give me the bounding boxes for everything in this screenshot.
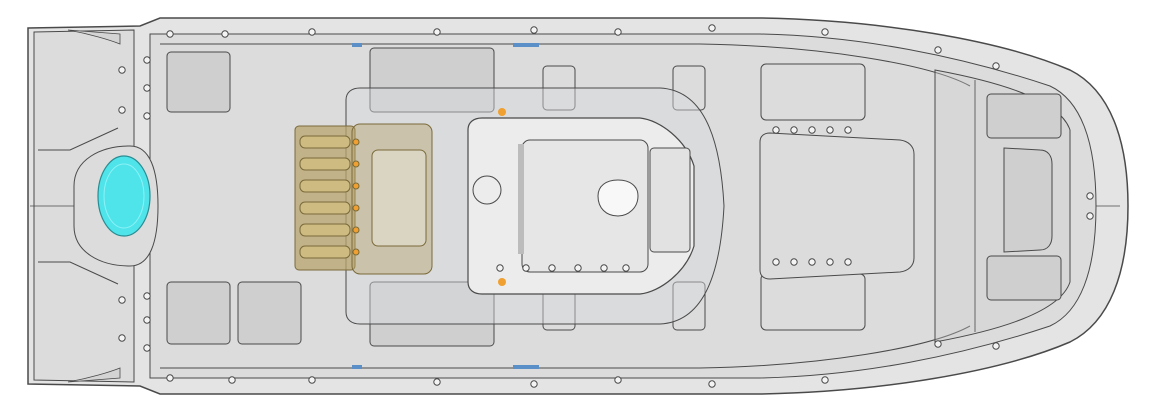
hatch-stern-port (166, 51, 231, 113)
fastener (118, 296, 126, 304)
fastener (1086, 212, 1094, 220)
fastener (143, 84, 151, 92)
seat-icon (597, 179, 639, 217)
compass-icon (472, 175, 502, 205)
hatch-small-port-2 (672, 65, 706, 111)
hatch-bow-starboard (986, 255, 1062, 301)
fastener (166, 30, 174, 38)
fastener (308, 28, 316, 36)
fastener (118, 106, 126, 114)
fastener (118, 66, 126, 74)
rod-holder-knob (352, 138, 360, 146)
fastener (574, 264, 582, 272)
fastener (600, 264, 608, 272)
fastener-group (118, 24, 1094, 388)
fastener (143, 56, 151, 64)
leaning-post-seat (371, 149, 427, 247)
fastener (143, 344, 151, 352)
fastener (772, 258, 780, 266)
fastener (143, 316, 151, 324)
fastener (708, 380, 716, 388)
hatch-forward-starboard (760, 273, 866, 331)
fastener (790, 126, 798, 134)
hatch-stern-starboard-1 (166, 281, 231, 345)
fastener (808, 126, 816, 134)
hatch-bow-center (1003, 147, 1053, 253)
fastener (992, 62, 1000, 70)
rod-tube (299, 179, 351, 193)
rod-holder-knob (352, 226, 360, 234)
gunwale-marker-starboard-2 (513, 365, 539, 369)
cleat-icon (498, 108, 506, 116)
hatch-bow-port (986, 93, 1062, 139)
gunwale-marker-port-2 (513, 43, 539, 47)
fastener (790, 258, 798, 266)
fastener (530, 26, 538, 34)
fastener (934, 46, 942, 54)
forward-seat-box (759, 132, 915, 280)
gunwale-marker-port (352, 43, 362, 47)
rod-tube (299, 135, 351, 149)
fastener (844, 126, 852, 134)
fastener (118, 334, 126, 342)
rod-holder-knob (352, 204, 360, 212)
fastener (708, 24, 716, 32)
fastener (826, 126, 834, 134)
hatch-mid-starboard (369, 281, 495, 347)
livewell-rim (103, 163, 145, 229)
fastener (614, 28, 622, 36)
fastener (844, 258, 852, 266)
fastener (548, 264, 556, 272)
fastener (821, 28, 829, 36)
fastener (1086, 192, 1094, 200)
rod-tube (299, 201, 351, 215)
fastener (221, 30, 229, 38)
rod-holder-knob (352, 182, 360, 190)
gunwale-marker-starboard (352, 365, 362, 369)
fastener (614, 376, 622, 384)
gunwale-line-starboard (160, 325, 971, 369)
fastener (433, 378, 441, 386)
rod-holder-knob (352, 248, 360, 256)
fastener (530, 380, 538, 388)
console-rail-left (518, 144, 524, 254)
livewell-icon (97, 155, 151, 237)
fastener (622, 264, 630, 272)
gunwale-line-port (160, 43, 971, 87)
fastener (826, 258, 834, 266)
rod-holder-knob (352, 160, 360, 168)
rod-tube (299, 157, 351, 171)
fastener (228, 376, 236, 384)
fastener (433, 28, 441, 36)
console-windshield (649, 147, 691, 253)
transom-step-top (38, 127, 119, 285)
rod-holder-group (299, 135, 360, 259)
fastener (934, 340, 942, 348)
fastener (143, 292, 151, 300)
stern-cap-port (67, 29, 121, 45)
hatch-forward-port (760, 63, 866, 121)
hatch-mid-port (369, 47, 495, 113)
fastener (166, 374, 174, 382)
fastener (808, 258, 816, 266)
hatch-stern-starboard-2 (237, 281, 302, 345)
fastener (772, 126, 780, 134)
fastener (143, 112, 151, 120)
fastener (992, 342, 1000, 350)
fastener (821, 376, 829, 384)
fastener (308, 376, 316, 384)
stern-cap-starboard (67, 367, 121, 383)
rod-tube (299, 223, 351, 237)
cleat-icon (498, 278, 506, 286)
fastener (522, 264, 530, 272)
fastener (496, 264, 504, 272)
rod-tube (299, 245, 351, 259)
